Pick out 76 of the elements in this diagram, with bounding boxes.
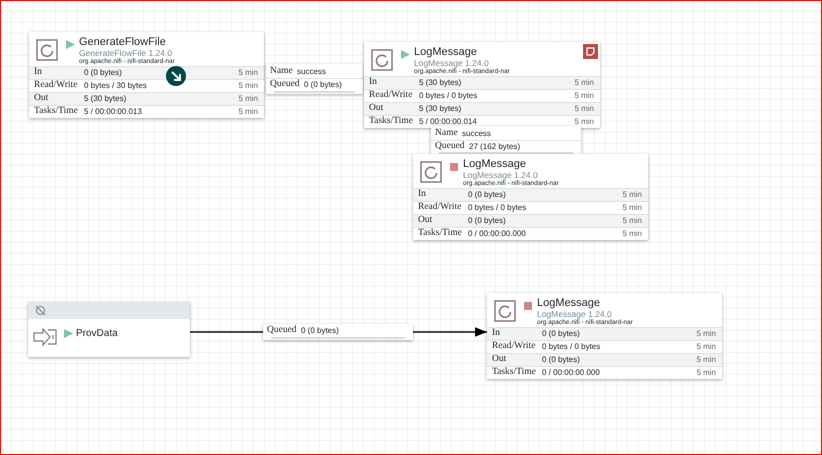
stat-window: 5 min [696,343,716,351]
connection-label [431,126,581,155]
stat-window: 5 min [574,79,594,87]
stat-label: In [418,190,426,200]
stat-value: 0 / 00:00:00.000 [542,369,600,377]
port-card [28,302,190,357]
processor-card [413,154,648,240]
stat-window: 5 min [622,204,642,212]
stat-window: 5 min [238,69,258,77]
stat-label: Read/Write [492,342,536,352]
processor-type: LogMessage 1.24.0 [537,310,612,318]
connection-label [266,64,363,94]
stat-value: 0 bytes / 0 bytes [542,343,600,351]
stat-value: 0 bytes / 0 bytes [419,92,478,100]
stat-value: 0 / 00:00:00.000 [468,230,526,238]
stat-value: 0 (0 bytes) [468,217,506,225]
stat-value: 0 bytes / 30 bytes [84,82,147,90]
processor-type: GenerateFlowFile 1.24.0 [79,49,172,58]
field-label: Queued [270,80,300,90]
stat-label: In [369,78,377,88]
stat-window: 5 min [696,369,716,377]
stat-label: Out [369,104,384,114]
stat-value: 5 (30 bytes) [419,105,462,113]
stat-window: 5 min [238,82,258,90]
stat-value: 5 (30 bytes) [419,79,462,87]
stat-value: 0 (0 bytes) [84,69,122,77]
processor-name: LogMessage [537,298,600,309]
field-value: success [462,130,491,138]
stat-value: 0 (0 bytes) [542,356,580,364]
stat-label: Read/Write [418,203,462,212]
stat-label: In [492,329,500,338]
stat-value: 5 / 00:00:00.013 [84,108,142,116]
field-value: 27 (162 bytes) [469,143,520,151]
field-label: Queued [435,142,465,152]
stat-window: 5 min [622,217,642,225]
field-label: Name [435,129,458,138]
stat-label: Tasks/Time [34,107,78,116]
stat-label: In [34,68,42,78]
stat-window: 5 min [238,95,258,103]
processor-card [29,32,264,118]
processor-card [487,293,722,379]
stat-value: 5 (30 bytes) [84,95,126,103]
stat-window: 5 min [574,118,594,126]
stat-label: Out [492,355,506,364]
field-value: 0 (0 bytes) [304,81,342,89]
stat-label: Out [34,94,48,104]
port-name: ProvData [76,329,118,339]
stat-label: Out [418,216,432,226]
stat-label: Read/Write [369,91,412,100]
processor-type: LogMessage 1.24.0 [463,171,538,180]
stat-window: 5 min [622,230,642,238]
stat-value: 0 bytes / 0 bytes [468,204,526,212]
stat-window: 5 min [696,356,716,364]
stat-window: 5 min [622,191,642,199]
stat-window: 5 min [574,105,594,113]
connection-arrow [413,327,487,337]
stat-label: Read/Write [34,81,78,90]
stat-label: Tasks/Time [418,229,462,238]
field-label: Queued [267,326,297,336]
processor-name: LogMessage [463,159,526,170]
connection-label [263,324,413,340]
stat-value: 0 (0 bytes) [468,191,506,199]
stat-label: Tasks/Time [492,368,536,378]
processor-name: LogMessage [414,47,477,58]
field-value: success [297,68,326,76]
stat-window: 5 min [574,92,594,100]
processor-type: LogMessage 1.24.0 [414,59,489,68]
stat-value: 0 (0 bytes) [542,330,580,338]
field-label: Name [270,67,293,76]
stat-label: Tasks/Time [369,117,413,126]
stat-window: 5 min [696,330,716,338]
stat-window: 5 min [238,108,258,116]
field-value: 0 (0 bytes) [301,327,339,335]
stat-value: 5 / 00:00:00.014 [419,118,477,126]
processor-name: GenerateFlowFile [79,37,166,48]
processor-card [364,42,600,128]
